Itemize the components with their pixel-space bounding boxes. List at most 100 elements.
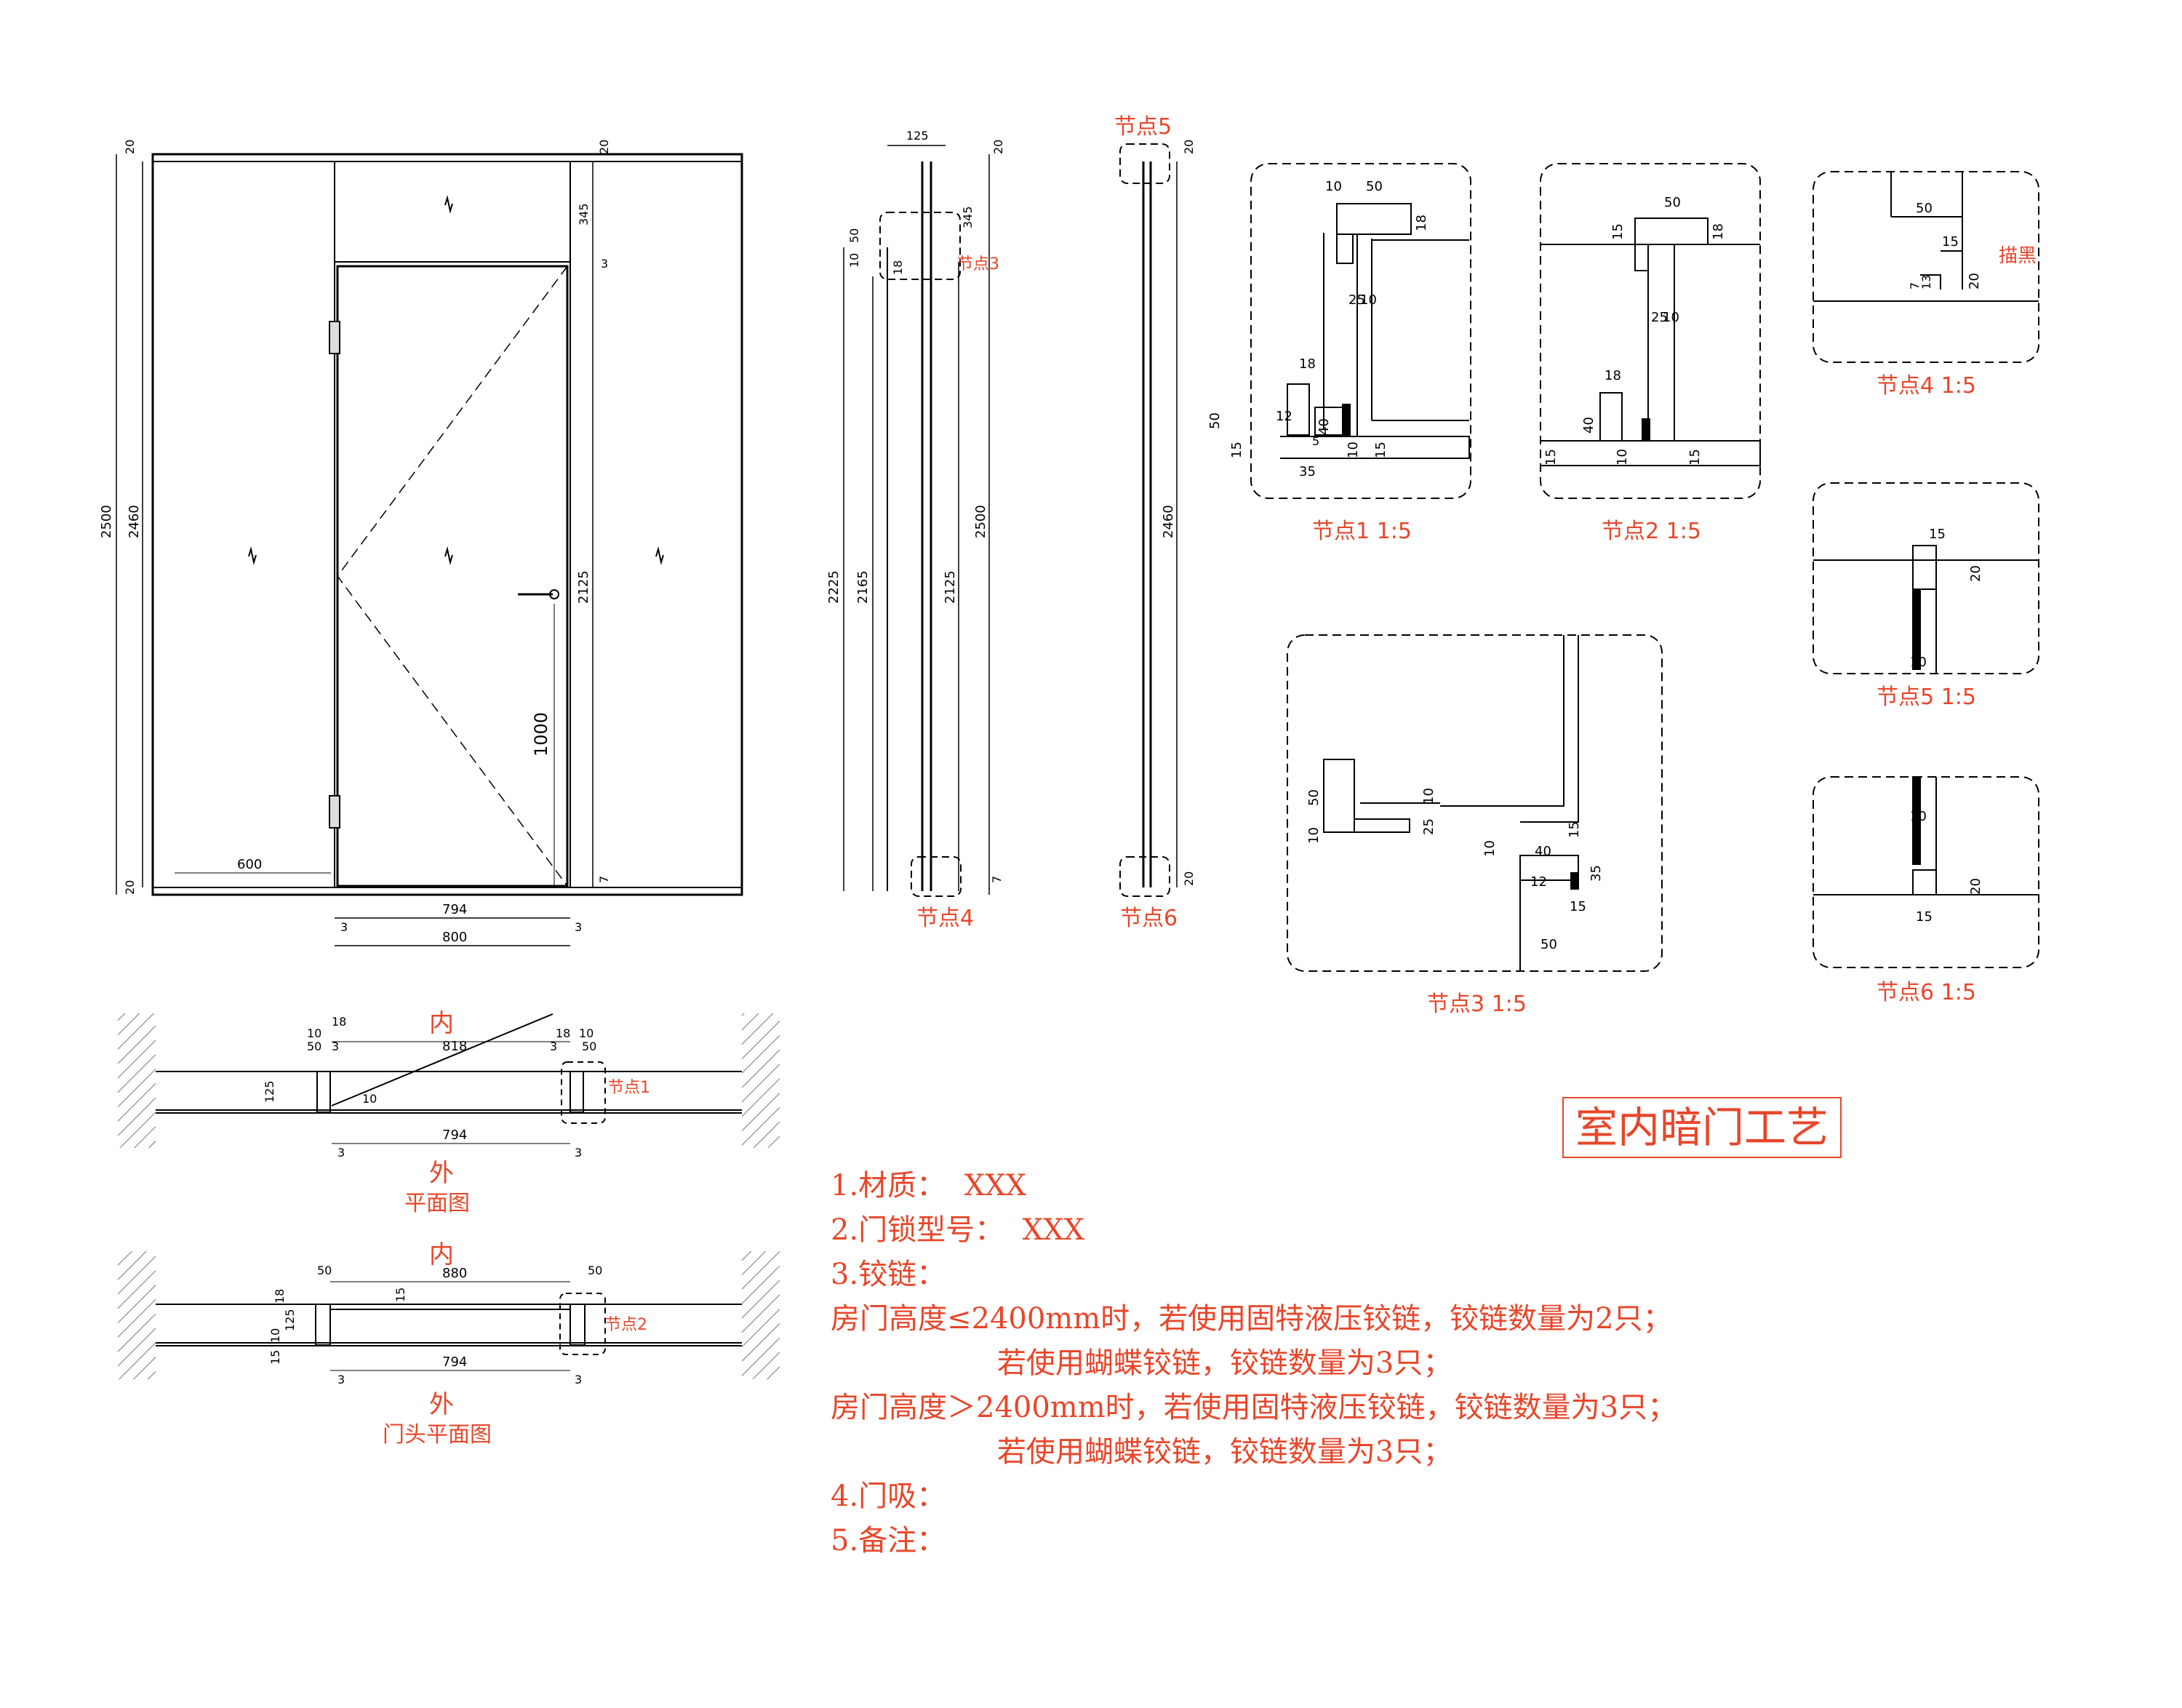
direction-arrow-icon (444, 546, 453, 565)
plan-wall-left (118, 1013, 156, 1148)
sec-dim-w: 125 (906, 129, 929, 143)
direction-arrow-icon (248, 546, 257, 565)
n1-dim-13: 15 (1373, 442, 1388, 458)
direction-arrow-icon (444, 195, 453, 214)
node6-box (1813, 776, 2039, 968)
detail-boxes (1250, 163, 2039, 972)
node1-stop (1287, 383, 1310, 436)
node3-box (1287, 634, 1663, 972)
notes-block: 1.材质： XXX 2.门锁型号： XXX 3.铰链： 房门高度≤2400mm时… (831, 1164, 1677, 1563)
n2-dim-6: 40 (1581, 417, 1596, 434)
side-dim-texts: 2460 20 20 节点5 节点6 (1114, 114, 1196, 931)
plan-caption: 平面图 (404, 1191, 470, 1216)
plan-outside: 外 (429, 1159, 454, 1188)
n2-dim-4: 10 (1663, 310, 1679, 325)
dim-handle: 1000 (531, 712, 551, 757)
n6-dim-0: 10 (1910, 809, 1927, 824)
node3-drawing (1323, 635, 1579, 971)
n3-dim-1: 10 (1306, 827, 1322, 844)
node2-slab (1540, 440, 1761, 466)
node3-cap (1323, 759, 1355, 833)
section-dim-texts: 125 2225 2165 2125 2500 20 50 10 18 345 … (826, 129, 1005, 931)
sec-dim-h1: 2225 (826, 570, 842, 604)
head-inside: 内 (429, 1240, 454, 1269)
n2-dim-5: 18 (1604, 368, 1621, 383)
head-dim-w1: 880 (442, 1266, 467, 1281)
node5-cap (1912, 545, 1937, 590)
node2-seal (1642, 418, 1650, 442)
side-dim-h: 2460 (1161, 505, 1176, 538)
note-line: 4.门吸： (831, 1480, 946, 1513)
n3-dim-6: 12 (1530, 874, 1547, 890)
n1-dim-4: 10 (1360, 292, 1377, 308)
dim-w-door: 794 (442, 902, 467, 917)
node1-caption: 节点1 1:5 (1312, 519, 1412, 544)
drawing-title: 室内暗门工艺 (1562, 1097, 1842, 1158)
plan-wall-right (742, 1013, 780, 1148)
n1-dim-1: 50 (1366, 179, 1383, 194)
plan-dim-50a: 50 (307, 1039, 321, 1053)
head-dim-50a: 50 (317, 1264, 332, 1277)
sec-dim-50: 50 (847, 228, 861, 243)
node6-caption: 节点6 1:5 (1877, 980, 1976, 1005)
node3-label: 节点3 (957, 255, 999, 274)
node6-callout (1119, 856, 1170, 897)
door-leaf (336, 265, 569, 887)
head-dim-18: 18 (273, 1289, 287, 1304)
n1-dim-8: 40 (1316, 418, 1332, 435)
node2-cap (1634, 218, 1709, 245)
head-frame-left (315, 1304, 331, 1346)
elevation-dim-texts: 2500 2460 2125 20 20 20 345 3 1000 600 7… (99, 140, 611, 945)
node6-drawing (1813, 776, 2039, 895)
head-dim-50b: 50 (588, 1264, 602, 1277)
note-line: 5.备注： (831, 1524, 946, 1557)
n2-dim-7: 15 (1543, 449, 1559, 466)
note-line: 若使用蝴蝶铰链，铰链数量为3只； (831, 1435, 1452, 1469)
dim-gap-left: 3 (340, 920, 348, 934)
plan-dim-18b: 18 (556, 1026, 570, 1040)
n2-dim-8: 10 (1615, 449, 1630, 466)
direction-arrow-icon (655, 546, 664, 565)
n6-dim-1: 20 (1968, 878, 1983, 895)
n1-dim-11: 35 (1299, 464, 1316, 479)
detail-captions: 节点1 1:5 节点2 1:5 节点3 1:5 节点4 1:5 节点5 1:5 … (1312, 245, 2037, 1017)
dim-gap-right: 3 (575, 920, 582, 934)
sec-dim-h4: 2500 (973, 505, 988, 538)
n1-dim-7: 12 (1276, 409, 1292, 424)
node6-leaf (1912, 776, 1921, 865)
n4-dim-3: 7 (1908, 282, 1922, 290)
swing-line (337, 266, 568, 887)
node4-box (1813, 171, 2039, 363)
node1-drawing (1280, 203, 1470, 459)
node4-drawing (1813, 172, 2039, 302)
plan-dim-18a: 18 (332, 1015, 346, 1029)
node4-note: 描黑 (1999, 245, 2037, 267)
dim-w-open: 800 (442, 930, 467, 945)
sec-dim-gap: 7 (990, 876, 1004, 883)
plan-node1-callout (561, 1061, 606, 1124)
n3-dim-10: 50 (1540, 937, 1557, 952)
node1-box (1250, 163, 1471, 499)
note-line: 若使用蝴蝶铰链，铰链数量为3只； (831, 1346, 1452, 1380)
node3-lip (1354, 818, 1410, 833)
n3-dim-8: 15 (1570, 899, 1586, 914)
plan-dim-3d: 3 (575, 1146, 582, 1160)
node6-label: 节点6 (1120, 906, 1178, 931)
node3-frame-b (1520, 635, 1579, 823)
head-dim-15: 15 (393, 1288, 407, 1302)
detail-dims: 10 50 18 25 10 18 50 12 40 15 5 35 10 15… (1207, 179, 1983, 952)
plan-frame-left (316, 1071, 331, 1113)
node1-seal (1342, 404, 1351, 437)
head-plan-view: 内 外 门头平面图 节点2 880 794 50 18 15 10 125 15… (118, 1240, 780, 1448)
node5-caption: 节点5 1:5 (1877, 685, 1976, 710)
n3-dim-5: 40 (1535, 844, 1551, 859)
head-wall-right (742, 1251, 780, 1379)
plan-dim-3a: 3 (332, 1039, 339, 1053)
n1-dim-0: 10 (1325, 179, 1342, 194)
elevation-outer-frame (151, 153, 743, 896)
n3-dim-2: 10 (1421, 788, 1436, 805)
sec-dim-h2: 2165 (855, 570, 871, 604)
dim-gap2: 7 (597, 876, 611, 883)
note-line: 房门高度＞2400mm时，若使用固特液压铰链，铰链数量为3只； (831, 1391, 1677, 1424)
